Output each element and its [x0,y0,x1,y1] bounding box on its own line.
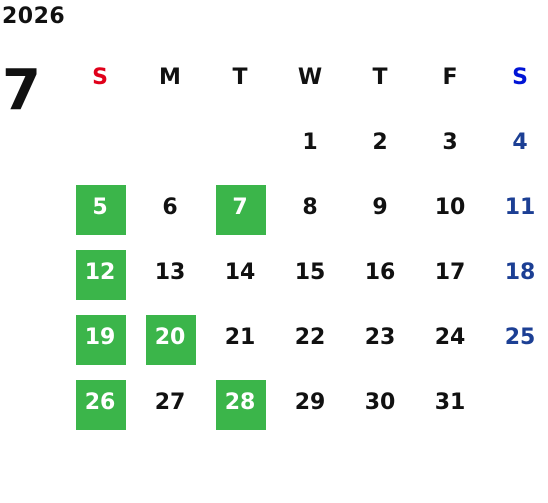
highlight-box [76,250,126,300]
day-cell[interactable]: 31 [415,370,485,435]
day-number: 21 [224,325,256,350]
highlight-box [216,185,266,235]
day-cell-saturday[interactable]: 11 [485,175,548,240]
weekday-header-sat: S [512,65,528,90]
day-cell-saturday[interactable]: 18 [485,240,548,305]
day-number: 12 [84,260,116,285]
day-cell[interactable]: 10 [415,175,485,240]
day-number: 22 [294,325,326,350]
day-cell-highlighted[interactable]: 7 [205,175,275,240]
day-number: 2 [372,130,388,155]
day-cell[interactable]: 16 [345,240,415,305]
day-number: 6 [162,195,178,220]
day-number: 3 [442,130,458,155]
day-number: 23 [364,325,396,350]
day-number: 27 [154,390,186,415]
day-cell-highlighted[interactable]: 28 [205,370,275,435]
day-cell[interactable]: 8 [275,175,345,240]
day-cell[interactable]: 15 [275,240,345,305]
day-cell[interactable]: 13 [135,240,205,305]
day-cell[interactable]: 14 [205,240,275,305]
day-cell-empty [65,110,135,175]
day-number: 19 [84,325,116,350]
day-number: 7 [232,195,248,220]
day-number: 18 [504,260,536,285]
day-cell[interactable]: 29 [275,370,345,435]
day-cell[interactable]: 9 [345,175,415,240]
day-cell[interactable]: 17 [415,240,485,305]
day-cell-empty [485,370,548,435]
day-cell-highlighted[interactable]: 26 [65,370,135,435]
day-number: 26 [84,390,116,415]
day-cell[interactable]: 22 [275,305,345,370]
day-cell[interactable]: 21 [205,305,275,370]
day-number: 9 [372,195,388,220]
day-number: 17 [434,260,466,285]
day-number: 24 [434,325,466,350]
day-cell[interactable]: 23 [345,305,415,370]
day-cell[interactable]: 24 [415,305,485,370]
highlight-box [76,380,126,430]
day-cell-empty [135,110,205,175]
calendar-grid: S M T W T F S 1 2 3 4 5 6 7 8 9 10 11 12… [65,45,548,435]
day-number: 15 [294,260,326,285]
weekday-header-mon: M [159,65,181,90]
weekday-header-sun: S [92,65,108,90]
day-number: 8 [302,195,318,220]
day-cell[interactable]: 3 [415,110,485,175]
weekday-header-thu: T [372,65,388,90]
day-number: 11 [504,195,536,220]
day-number: 16 [364,260,396,285]
day-cell-highlighted[interactable]: 19 [65,305,135,370]
day-cell-highlighted[interactable]: 12 [65,240,135,305]
day-number: 28 [224,390,256,415]
day-cell[interactable]: 1 [275,110,345,175]
day-cell-saturday[interactable]: 4 [485,110,548,175]
day-number: 14 [224,260,256,285]
weekday-header-tue: T [232,65,248,90]
day-number: 31 [434,390,466,415]
highlight-box [76,315,126,365]
day-number: 4 [512,130,528,155]
day-number: 13 [154,260,186,285]
day-cell-highlighted[interactable]: 20 [135,305,205,370]
highlight-box [146,315,196,365]
month-number: 7 [2,58,41,123]
day-number: 30 [364,390,396,415]
day-cell[interactable]: 2 [345,110,415,175]
highlight-box [216,380,266,430]
day-cell[interactable]: 6 [135,175,205,240]
year-label: 2026 [2,4,66,29]
highlight-box [76,185,126,235]
day-number: 1 [302,130,318,155]
day-cell[interactable]: 27 [135,370,205,435]
day-cell[interactable]: 30 [345,370,415,435]
day-cell-saturday[interactable]: 25 [485,305,548,370]
day-number: 29 [294,390,326,415]
day-cell-empty [205,110,275,175]
day-number: 5 [92,195,108,220]
weekday-header-wed: W [297,65,323,90]
weekday-header-fri: F [442,65,458,90]
day-cell-highlighted[interactable]: 5 [65,175,135,240]
day-number: 10 [434,195,466,220]
day-number: 20 [154,325,186,350]
day-number: 25 [504,325,536,350]
